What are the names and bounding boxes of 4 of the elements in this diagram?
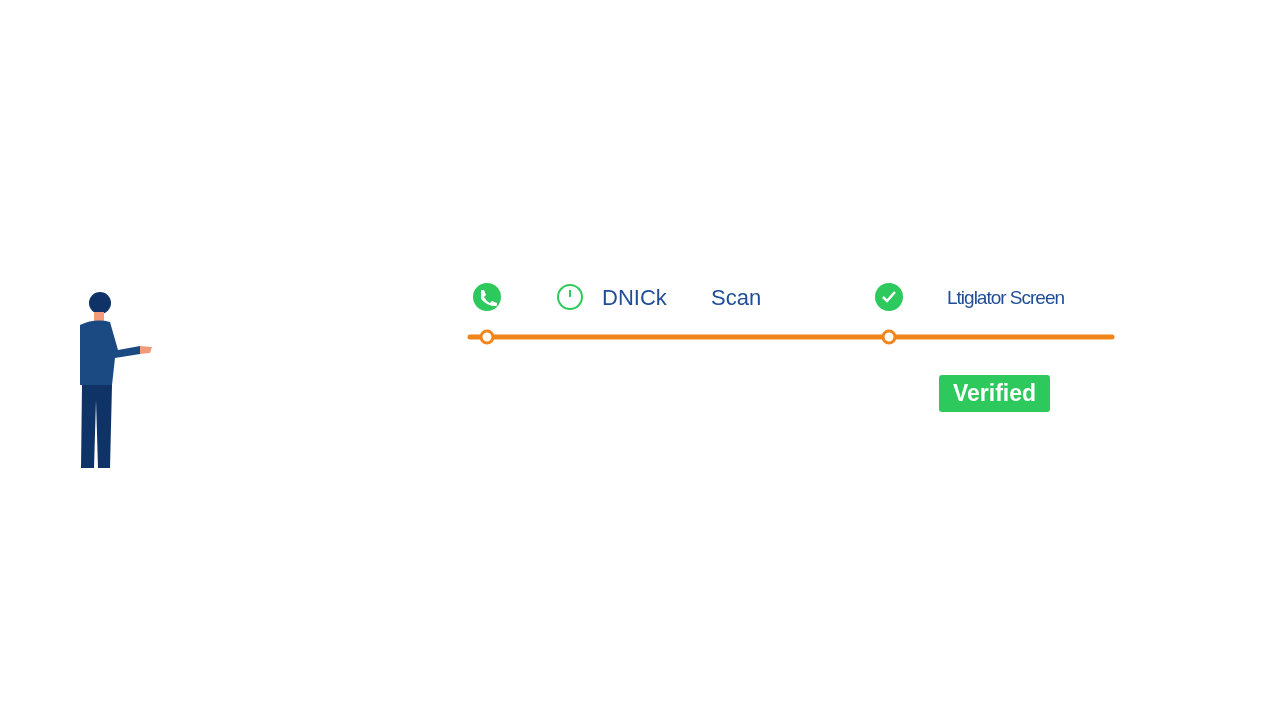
step-label: Ltiglator Screen: [947, 287, 1065, 309]
status-badge: Verified: [939, 375, 1051, 412]
step-label: Scan: [711, 285, 762, 311]
step-label: DNICk: [602, 285, 667, 311]
